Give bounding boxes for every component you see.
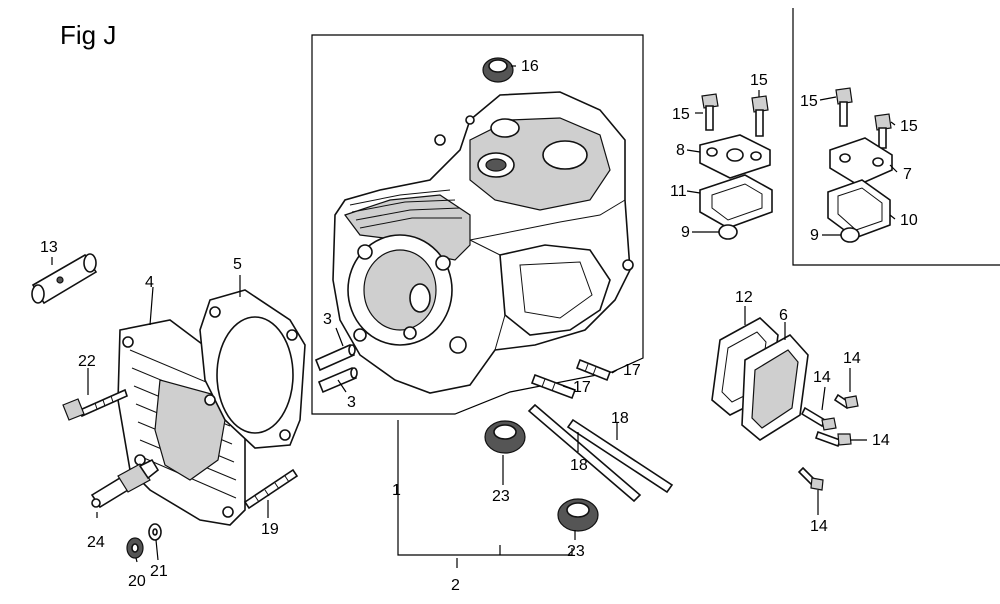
figure-title: Fig J (60, 20, 117, 50)
callout-22: 22 (78, 353, 96, 370)
leader-lines (51, 65, 898, 568)
head-gasket-5 (199, 289, 306, 449)
callout-19: 19 (261, 521, 279, 538)
dowel-pins-3 (314, 343, 358, 394)
spark-plug-24 (90, 458, 160, 509)
bolt-15c (835, 87, 853, 127)
callout-21: 21 (150, 563, 168, 580)
plug-9a (718, 224, 738, 240)
bolt-14a (800, 406, 837, 431)
callout-3a: 3 (323, 311, 332, 328)
stud-17a (575, 358, 612, 382)
gasket-11 (699, 174, 773, 229)
callout-24: 24 (87, 534, 105, 551)
callout-11: 11 (670, 183, 687, 200)
callout-17b: 17 (573, 379, 591, 396)
callout-14d: 14 (810, 518, 828, 535)
bolt-15b (751, 95, 769, 137)
stud-18a (527, 403, 642, 503)
bolt-14d (797, 466, 824, 491)
callout-5: 5 (233, 256, 242, 273)
callout-20: 20 (128, 573, 146, 590)
callout-15c: 15 (800, 93, 818, 110)
oil-seal-16 (482, 57, 514, 83)
oil-seal-23b (557, 498, 599, 532)
cylinder-frame (311, 34, 644, 415)
plate-8 (699, 134, 771, 179)
plug-9b (840, 227, 860, 243)
callout-14b: 14 (843, 350, 861, 367)
callout-23b: 23 (567, 543, 585, 560)
bolt-15d (874, 113, 892, 149)
callout-7: 7 (903, 166, 912, 183)
plate-7 (829, 137, 893, 186)
callout-14a: 14 (813, 369, 831, 386)
callout-4: 4 (145, 274, 154, 291)
nut-20 (126, 537, 144, 559)
callout-10: 10 (900, 212, 918, 229)
callout-1: 1 (392, 482, 401, 499)
callout-18a: 18 (611, 410, 629, 427)
callout-15a: 15 (672, 106, 690, 123)
callout-8: 8 (676, 142, 685, 159)
callout-3b: 3 (347, 394, 356, 411)
stud-17b (530, 373, 577, 400)
bolt-14b (833, 393, 859, 410)
washer-21 (148, 523, 162, 541)
breather-cover-6 (741, 333, 809, 441)
callout-12: 12 (735, 289, 753, 306)
callout-17a: 17 (623, 362, 641, 379)
cylinder-block (332, 91, 634, 394)
callout-9a: 9 (681, 224, 690, 241)
stud-19 (243, 468, 299, 510)
callout-23a: 23 (492, 488, 510, 505)
callout-9b: 9 (810, 227, 819, 244)
plug-wrench-13 (31, 253, 98, 305)
head-bolt-22 (62, 388, 128, 421)
option-box-frame (792, 8, 1000, 266)
oil-seal-23a (484, 420, 526, 454)
callout-15b: 15 (750, 72, 768, 89)
callout-2: 2 (451, 577, 460, 594)
gasket-10 (827, 179, 891, 239)
bolt-15a (701, 93, 719, 131)
callout-6: 6 (779, 307, 788, 324)
stud-18b (566, 418, 674, 494)
callout-14c: 14 (872, 432, 890, 449)
callout-13: 13 (40, 239, 58, 256)
callout-16: 16 (521, 58, 539, 75)
bolt-14c (814, 430, 852, 448)
callout-18b: 18 (570, 457, 588, 474)
callout-15d: 15 (900, 118, 918, 135)
